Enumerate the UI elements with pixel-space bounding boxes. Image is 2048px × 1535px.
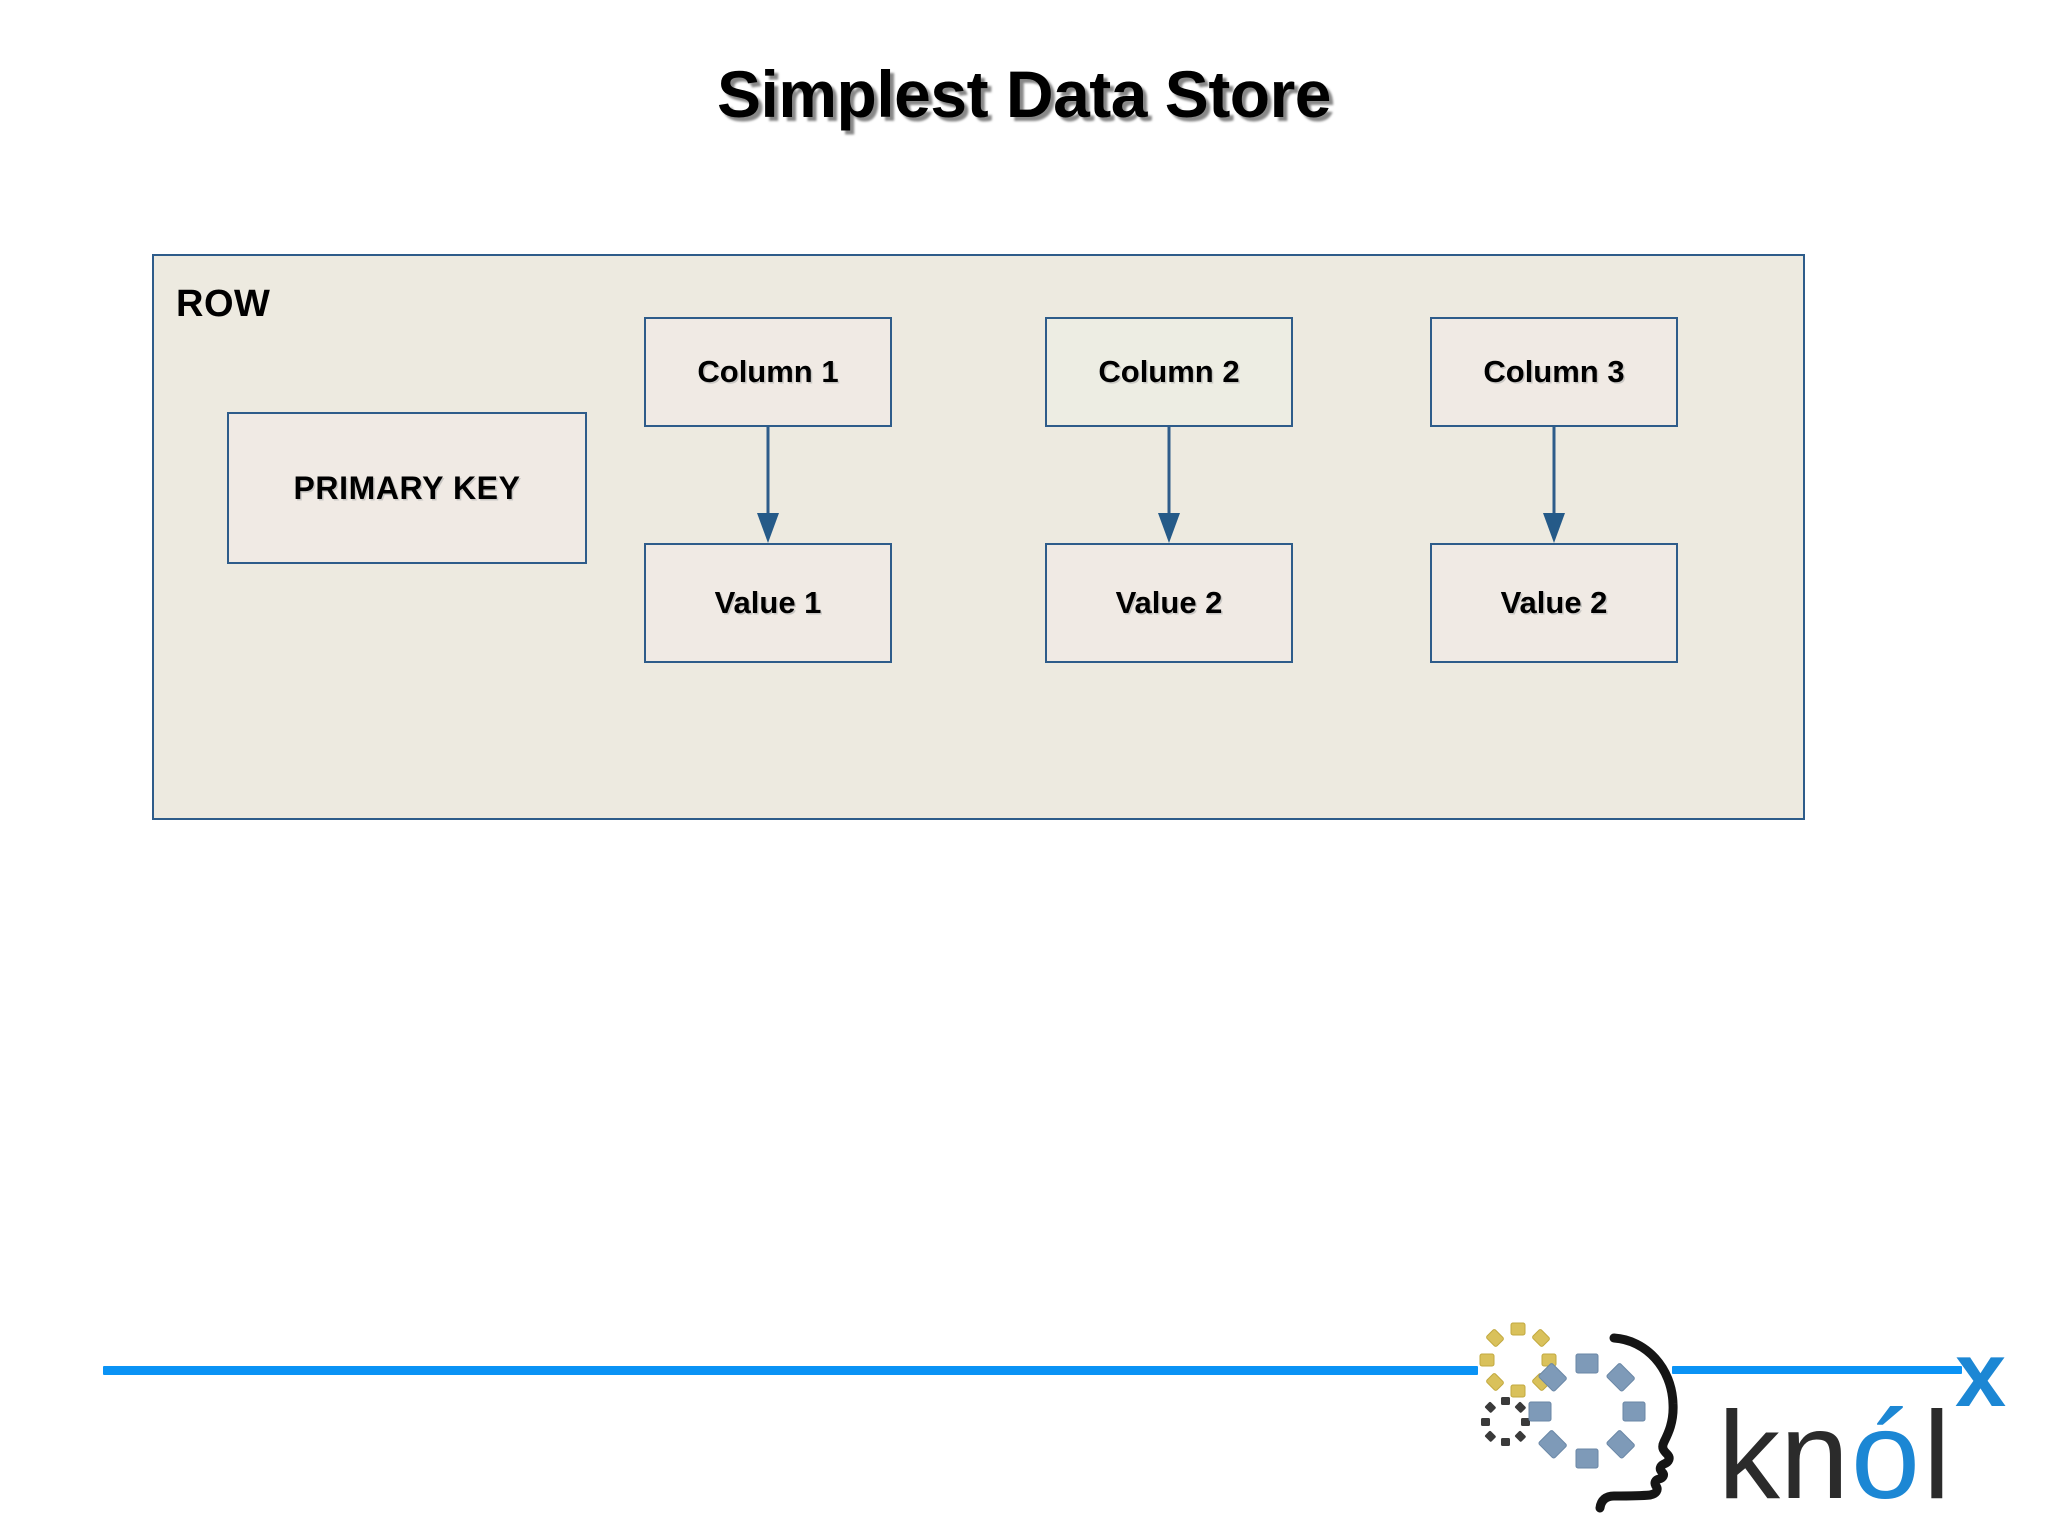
gear-yellow-icon	[1479, 1322, 1557, 1398]
down-arrow-icon	[1157, 427, 1181, 545]
column-box-3: Column 3	[1430, 317, 1678, 427]
logo-superscript-x: x	[1955, 1324, 2006, 1426]
down-arrow-icon	[756, 427, 780, 545]
gear-dark-icon	[1481, 1397, 1530, 1446]
primary-key-box: PRIMARY KEY	[227, 412, 587, 564]
head-profile-icon	[1595, 1333, 1678, 1513]
footer-rule-left	[103, 1366, 1478, 1375]
value-box-2: Value 2	[1045, 543, 1293, 663]
logo-wordmark-dark-2: l	[1923, 1387, 1951, 1525]
down-arrow-icon	[1542, 427, 1566, 545]
logo-wordmark-dark-1: kn	[1718, 1387, 1849, 1525]
value-box-1: Value 1	[644, 543, 892, 663]
knolx-logo: kn ó l x	[1468, 1318, 2048, 1535]
row-label: ROW	[176, 283, 271, 325]
value-box-3: Value 2	[1430, 543, 1678, 663]
logo-wordmark-accent: ó	[1851, 1387, 1920, 1525]
column-box-2: Column 2	[1045, 317, 1293, 427]
footer-rule-right	[1672, 1366, 1962, 1374]
column-box-1: Column 1	[644, 317, 892, 427]
gear-slate-icon	[1528, 1353, 1646, 1469]
page-title: Simplest Data Store	[716, 57, 1332, 131]
